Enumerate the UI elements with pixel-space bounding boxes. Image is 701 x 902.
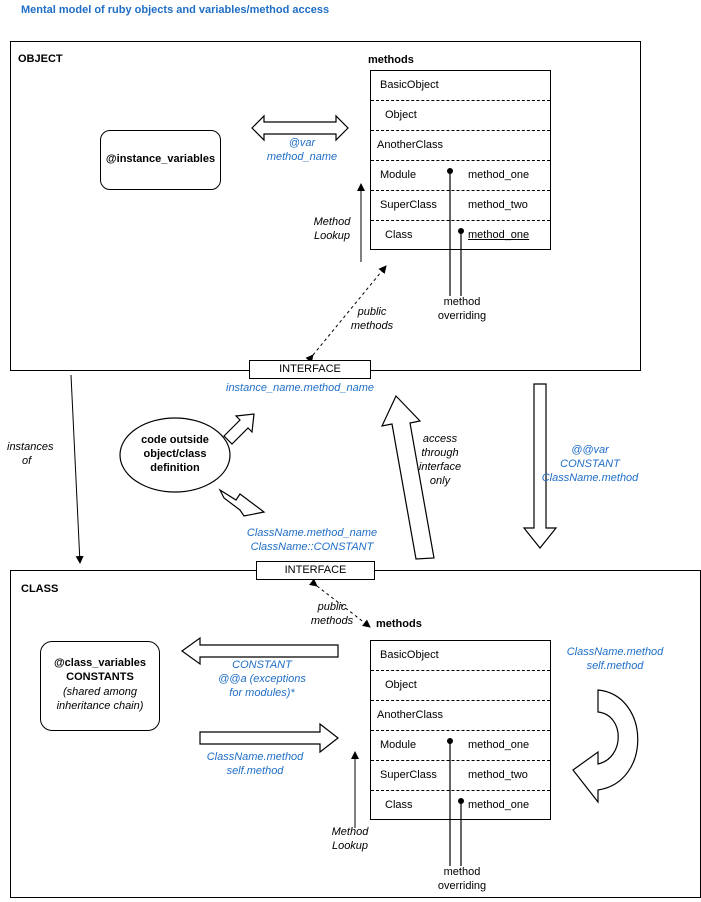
class-const-label-3: for modules)*: [229, 687, 295, 699]
class-self-curved-arrow: [572, 689, 639, 804]
instances-of-label-2: of: [22, 455, 32, 467]
method-class-name: SuperClass: [380, 769, 437, 781]
object-access-var: @var: [288, 137, 316, 149]
class-label: CLASS: [21, 583, 59, 595]
class-methods-label: methods: [376, 618, 422, 630]
class-variables-box: [40, 641, 160, 731]
code-to-class-arrow: [218, 488, 266, 517]
method-class-name: Object: [385, 679, 417, 691]
table-row: AnotherClass: [371, 701, 550, 731]
class-method-overriding-lines: [449, 741, 462, 866]
code-outside-label-1: code outside: [141, 434, 209, 446]
method-class-name: BasicObject: [380, 649, 439, 661]
class-public-label-2: methods: [310, 615, 354, 627]
code-outside-ellipse: [119, 417, 231, 493]
access-interface-label-4: only: [429, 475, 451, 487]
diagram-title: Mental model of ruby objects and variabl…: [21, 4, 330, 16]
method-name: method_one: [468, 169, 530, 181]
table-row: SuperClass method_two: [371, 761, 550, 791]
object-access-method: method_name: [266, 151, 338, 163]
class-const-label-2: @@a (exceptions: [218, 673, 306, 685]
class-call-method: ClassName.method_name: [246, 527, 378, 539]
table-row: AnotherClass: [371, 131, 550, 161]
access-interface-label-1: access: [422, 433, 458, 445]
method-class-name: SuperClass: [380, 199, 437, 211]
class-call-constant: ClassName::CONSTANT: [250, 541, 374, 553]
class-variables-label: @class_variables: [53, 657, 147, 669]
class-access-var: @@var: [571, 444, 609, 456]
class-const-label-1: CONSTANT: [232, 659, 292, 671]
class-methods-table: BasicObject Object AnotherClass Module me…: [370, 640, 551, 820]
class-lookup-label-2: Lookup: [331, 840, 369, 852]
object-methods-table: BasicObject Object AnotherClass Module me…: [370, 70, 551, 250]
class-interface: INTERFACE: [256, 561, 375, 580]
table-row: Object: [371, 671, 550, 701]
method-name: method_two: [468, 769, 528, 781]
table-row: Class method_one: [371, 791, 550, 821]
method-name: method_one: [468, 229, 530, 241]
object-lookup-label-2: Lookup: [313, 230, 351, 242]
table-row: Class method_one: [371, 221, 550, 251]
object-interface-call: instance_name.method_name: [226, 382, 374, 394]
code-outside-label-3: definition: [150, 462, 200, 474]
class-public-methods-arrow: [309, 578, 371, 628]
class-constants-label: CONSTANTS: [66, 671, 134, 683]
table-row: Object: [371, 101, 550, 131]
class-self-label-1: ClassName.method: [206, 751, 304, 763]
instance-access-double-arrow: [251, 114, 349, 142]
object-lookup-label-1: Method: [313, 216, 351, 228]
access-through-interface-arrow: [380, 394, 435, 560]
table-row: Module method_one: [371, 731, 550, 761]
instance-variables-label: @instance_variables: [105, 153, 216, 165]
class-shared-label-2: inheritance chain): [56, 700, 144, 712]
object-override-label-1: method: [443, 296, 481, 308]
class-self-label-2: self.method: [226, 765, 284, 777]
method-class-name: AnotherClass: [377, 139, 444, 151]
method-name: method_one: [468, 739, 530, 751]
object-methods-label: methods: [368, 54, 414, 66]
method-class-name: Class: [385, 799, 413, 811]
table-row: SuperClass method_two: [371, 191, 550, 221]
object-override-label-2: overriding: [437, 310, 487, 322]
class-loop-label-2: self.method: [586, 660, 644, 672]
class-self-right-arrow: [199, 722, 339, 754]
table-row: BasicObject: [371, 641, 550, 671]
object-method-overriding-lines: [449, 171, 462, 296]
object-public-label-1: public: [357, 306, 387, 318]
instance-variables-box: [100, 130, 221, 190]
class-constant-left-arrow: [180, 636, 339, 666]
method-class-name: AnotherClass: [377, 709, 444, 721]
class-lookup-label-1: Method: [331, 826, 369, 838]
table-row: BasicObject: [371, 71, 550, 101]
code-to-object-arrow: [223, 413, 255, 445]
class-access-constant: CONSTANT: [560, 458, 620, 470]
object-public-label-2: methods: [350, 320, 394, 332]
access-interface-label-3: interface: [418, 461, 462, 473]
class-public-label-1: public: [317, 601, 347, 613]
method-class-name: Class: [385, 229, 413, 241]
class-loop-label-1: ClassName.method: [566, 646, 664, 658]
class-access-method: ClassName.method: [541, 472, 639, 484]
class-override-label-1: method: [443, 866, 481, 878]
object-interface: INTERFACE: [249, 360, 371, 379]
object-public-methods-arrow: [305, 265, 387, 363]
class-override-label-2: overriding: [437, 880, 487, 892]
class-access-down-arrow: [522, 383, 558, 549]
method-name: method_one: [468, 799, 530, 811]
instances-of-arrow: [70, 374, 84, 564]
table-row: Module method_one: [371, 161, 550, 191]
method-class-name: Module: [380, 169, 417, 181]
method-class-name: BasicObject: [380, 79, 439, 91]
code-outside-label-2: object/class: [143, 448, 207, 460]
class-shared-label-1: (shared among: [63, 686, 137, 698]
object-label: OBJECT: [18, 53, 63, 65]
method-class-name: Object: [385, 109, 417, 121]
method-class-name: Module: [380, 739, 417, 751]
instances-of-label-1: instances: [7, 441, 54, 453]
method-name: method_two: [468, 199, 528, 211]
access-interface-label-2: through: [421, 447, 459, 459]
